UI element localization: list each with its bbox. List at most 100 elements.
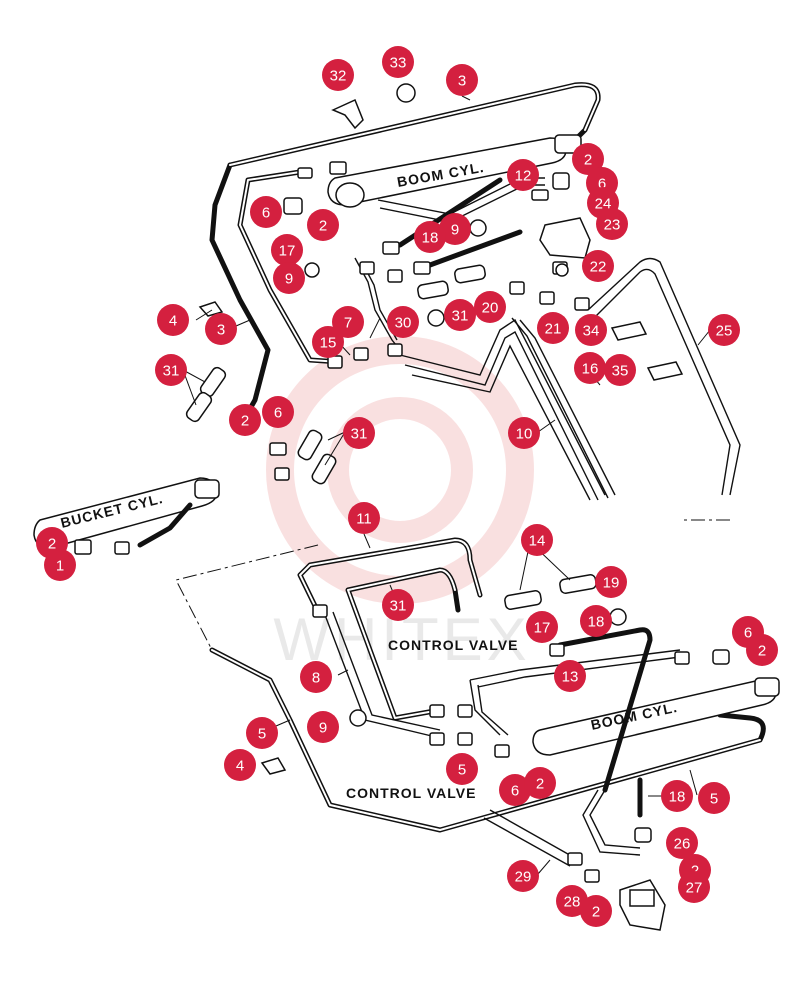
callout-number: 17 <box>534 620 551 637</box>
callout-30: 30 <box>387 306 419 338</box>
hose-17-18-lower <box>557 627 653 818</box>
tube-16 <box>511 317 616 499</box>
callout-badge <box>414 221 446 253</box>
callout-number: 12 <box>515 168 532 185</box>
callout-number: 9 <box>285 271 293 288</box>
callout-number: 2 <box>48 536 56 553</box>
callout-17: 17 <box>271 234 303 266</box>
callout-number: 4 <box>236 758 244 775</box>
callout-badge <box>708 314 740 346</box>
callout-badge <box>499 774 531 806</box>
callout-number: 31 <box>452 308 469 325</box>
callout-number: 1 <box>56 558 64 575</box>
callout-badge <box>250 196 282 228</box>
valve-27 <box>619 879 666 931</box>
callout-20: 20 <box>474 291 506 323</box>
callout-number: 29 <box>515 869 532 886</box>
callout-badge <box>262 396 294 428</box>
callout-number: 17 <box>279 243 296 260</box>
callout-badge <box>507 860 539 892</box>
tube-26 <box>582 789 641 856</box>
callout-2: 2 <box>746 634 778 666</box>
callout-4: 4 <box>224 749 256 781</box>
callout-badge <box>746 634 778 666</box>
callout-badge <box>508 417 540 449</box>
callout-number: 2 <box>584 152 592 169</box>
callout-22: 22 <box>582 250 614 282</box>
callout-number: 2 <box>536 776 544 793</box>
callout-badge <box>444 299 476 331</box>
callout-31: 31 <box>382 589 414 621</box>
callout-badge <box>44 549 76 581</box>
callout-number: 9 <box>451 222 459 239</box>
callout-number: 23 <box>604 217 621 234</box>
callout-4: 4 <box>157 304 189 336</box>
callout-badge <box>556 885 588 917</box>
callout-2: 2 <box>524 767 556 799</box>
callout-number: 2 <box>319 218 327 235</box>
callout-badge <box>575 314 607 346</box>
sleeves <box>185 264 597 610</box>
callout-badge <box>382 589 414 621</box>
callout-9: 9 <box>439 213 471 245</box>
callout-2: 2 <box>229 404 261 436</box>
callout-9: 9 <box>273 262 305 294</box>
callout-27: 27 <box>678 871 710 903</box>
callout-number: 6 <box>511 783 519 800</box>
callout-badge <box>332 306 364 338</box>
callout-number: 7 <box>344 315 352 332</box>
callout-number: 10 <box>516 426 533 443</box>
callout-1: 1 <box>44 549 76 581</box>
callout-number: 26 <box>674 836 691 853</box>
callout-14: 14 <box>521 524 553 556</box>
hose-13 <box>469 649 681 736</box>
callout-6: 6 <box>262 396 294 428</box>
callout-badge <box>157 304 189 336</box>
callout-number: 4 <box>169 313 177 330</box>
callout-6: 6 <box>499 774 531 806</box>
callout-25: 25 <box>708 314 740 346</box>
callout-badge <box>580 605 612 637</box>
callout-badge <box>307 209 339 241</box>
callout-number: 35 <box>612 363 629 380</box>
callout-8: 8 <box>300 661 332 693</box>
callout-badge <box>666 827 698 859</box>
callout-number: 27 <box>686 880 703 897</box>
callout-number: 9 <box>319 720 327 737</box>
callout-6: 6 <box>250 196 282 228</box>
callout-badge <box>322 59 354 91</box>
callout-badge <box>580 895 612 927</box>
callout-18: 18 <box>661 780 693 812</box>
callout-35: 35 <box>604 354 636 386</box>
callout-badge <box>554 660 586 692</box>
callout-number: 2 <box>592 904 600 921</box>
callout-number: 6 <box>274 405 282 422</box>
callout-number: 8 <box>312 670 320 687</box>
callout-badge <box>446 64 478 96</box>
callout-badge <box>343 417 375 449</box>
callout-number: 34 <box>583 323 600 340</box>
callout-15: 15 <box>312 326 344 358</box>
valve-23 <box>539 217 591 259</box>
callout-badge <box>574 352 606 384</box>
callout-number: 18 <box>422 230 439 247</box>
callout-23: 23 <box>596 208 628 240</box>
callout-number: 13 <box>562 669 579 686</box>
callout-number: 5 <box>710 791 718 808</box>
callout-32: 32 <box>322 59 354 91</box>
callout-2: 2 <box>580 895 612 927</box>
callout-badge <box>537 312 569 344</box>
hose-15 <box>237 169 343 365</box>
callout-badge <box>229 404 261 436</box>
callout-12: 12 <box>507 159 539 191</box>
callout-number: 6 <box>262 205 270 222</box>
callout-34: 34 <box>575 314 607 346</box>
callout-badge <box>300 661 332 693</box>
callout-number: 18 <box>588 614 605 631</box>
callout-21: 21 <box>537 312 569 344</box>
reference-lines <box>175 519 730 651</box>
callout-badge <box>526 611 558 643</box>
callout-31: 31 <box>343 417 375 449</box>
